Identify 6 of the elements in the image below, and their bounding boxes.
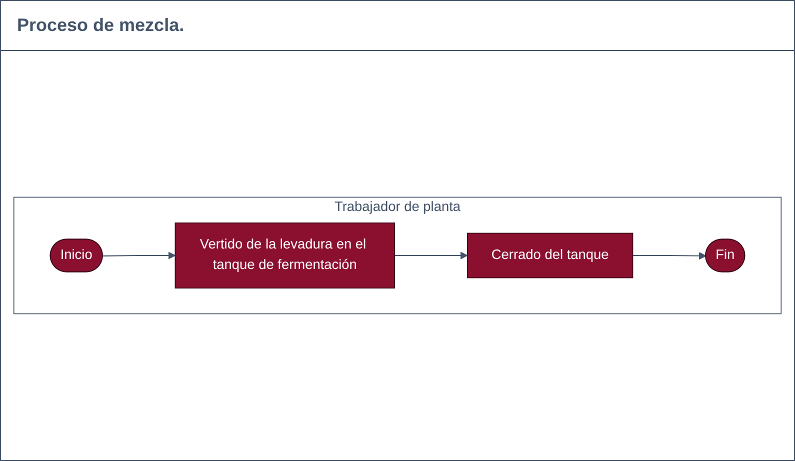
arrow [394, 252, 468, 260]
arrow [632, 252, 706, 260]
node-box: Cerrado del tanque [466, 232, 634, 278]
arrow [102, 252, 176, 260]
node-box: Vertido de la levadura en el tanque de fermentación [174, 222, 395, 288]
diagram-title: Proceso de mezcla. [1, 1, 794, 51]
